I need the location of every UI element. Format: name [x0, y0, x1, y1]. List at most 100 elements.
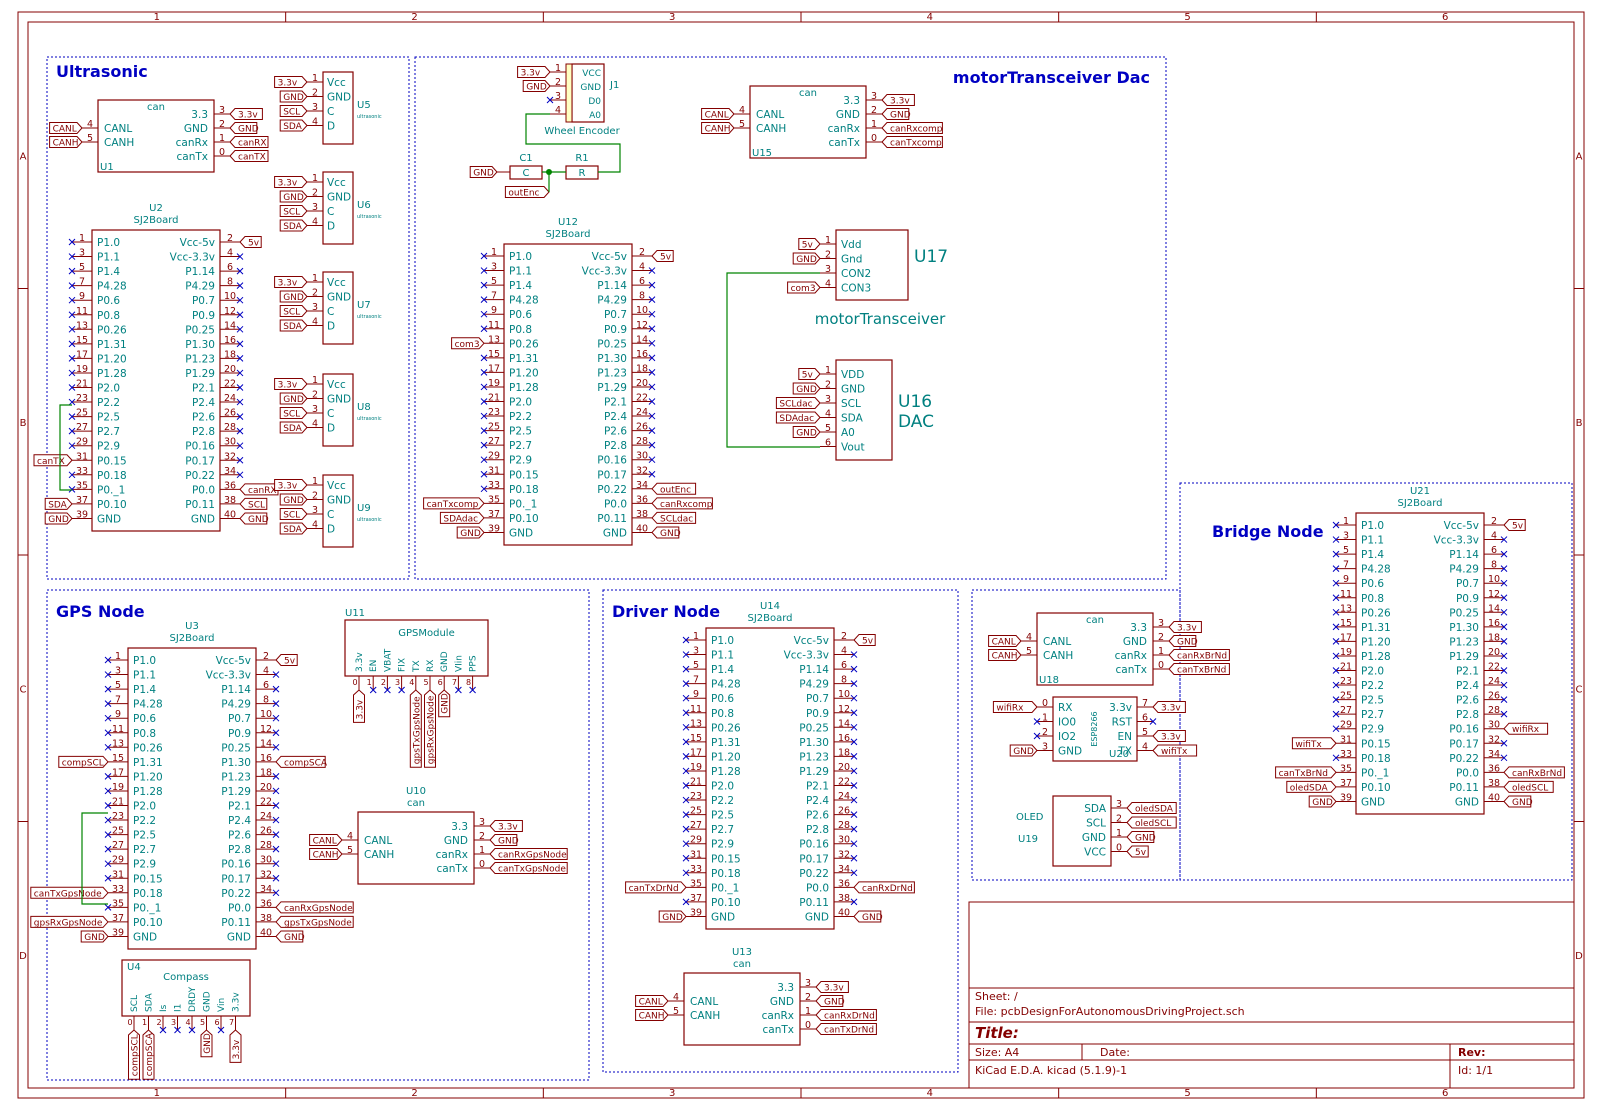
component-body [1052, 795, 1112, 867]
pin-number: 2 [1158, 632, 1164, 643]
net-label-flag [279, 407, 308, 419]
pin-number: 0 [1158, 660, 1164, 671]
component-ref: U12 [558, 217, 578, 228]
pin-name: Vcc-5v [592, 251, 627, 263]
net-label-flag [635, 1009, 669, 1021]
no-connect-mark [1332, 725, 1340, 733]
pin-name: P0.16 [799, 839, 829, 851]
net-label: outEnc [660, 485, 691, 495]
net-label-flag [1168, 649, 1230, 661]
no-connect-mark [68, 369, 76, 377]
pin-name: P2.9 [133, 859, 156, 871]
pin-name: P0.25 [799, 722, 829, 734]
net-label: GND [473, 169, 494, 179]
no-connect-mark [236, 384, 244, 391]
component-ref: U19 [1018, 834, 1038, 845]
pin-number: 20 [1488, 647, 1500, 658]
net-label: SDA [283, 322, 302, 332]
net-label: canTxcomp [890, 139, 942, 149]
pin-name: P2.6 [228, 830, 251, 842]
pin-name: P2.0 [711, 781, 734, 793]
pin-name: CANH [690, 1010, 720, 1022]
pin-number: 29 [488, 451, 500, 462]
no-connect-mark [1332, 754, 1340, 762]
pin-name: P0.15 [133, 873, 163, 885]
no-connect-mark [104, 874, 112, 882]
pin-name: P2.2 [133, 815, 156, 827]
net-label: GND [203, 1033, 213, 1054]
grid-row-label: A [20, 151, 27, 162]
pin-number: 12 [260, 724, 272, 735]
grid-col-label: 4 [927, 12, 933, 23]
pin-number: 9 [693, 689, 699, 700]
net-label: canRxDrNd [862, 884, 913, 894]
net-label-flag [992, 701, 1038, 713]
pin-name: P2.7 [97, 426, 120, 438]
pin-number: 1 [312, 173, 318, 184]
net-label: GND [283, 293, 304, 303]
pin-number: 1 [219, 133, 225, 144]
pin-name: canRx [176, 137, 208, 149]
net-label-flag [1503, 722, 1549, 735]
pin-number: 23 [690, 791, 702, 802]
pin-name: RX [426, 660, 436, 672]
no-connect-mark [272, 685, 280, 693]
no-connect-mark [272, 743, 280, 751]
pin-name: 3.3 [843, 95, 860, 107]
pin-number: 1 [312, 476, 318, 487]
pin-number: 20 [224, 364, 236, 375]
pin-name: DRDY [188, 986, 198, 1012]
pin-number: 1 [805, 1006, 811, 1017]
no-connect-mark [272, 729, 280, 737]
no-connect-mark [272, 773, 280, 780]
pin-name: P1.23 [597, 367, 627, 379]
pin-number: 19 [76, 364, 88, 375]
pin-name: P2.8 [228, 844, 251, 856]
net-label: 3.3v [278, 79, 298, 89]
pin-number: 18 [260, 767, 272, 778]
component-value: ultrasonic [357, 517, 382, 523]
pin-number: 34 [636, 480, 648, 491]
pin-number: 5 [347, 845, 353, 856]
pin-name: P0.0 [1456, 767, 1479, 779]
pin-number: 10 [260, 709, 272, 720]
pin-name: P0.17 [799, 853, 829, 865]
pin-name: P0.6 [1361, 578, 1384, 590]
pin-number: 34 [260, 884, 272, 895]
pin-name: GND [1123, 636, 1147, 648]
pin-name: Vout [841, 442, 865, 454]
no-connect-mark [1500, 667, 1508, 674]
pin-number: 7 [115, 695, 121, 706]
pin-name: EN [1118, 731, 1133, 743]
no-connect-mark [480, 281, 488, 289]
pin-name: P0.26 [1361, 607, 1391, 619]
component-value: motorTransceiver [815, 310, 946, 328]
net-label: gpsRxGpsNode [427, 695, 437, 764]
pin-name: P0.11 [221, 917, 251, 929]
net-label-flag [275, 654, 298, 666]
component-ref: U15 [752, 148, 772, 159]
pin-number: 37 [112, 913, 124, 924]
pin-name: P1.23 [221, 771, 251, 783]
pin-name: P1.14 [185, 266, 215, 278]
no-connect-mark [682, 738, 690, 746]
grid-col-label: 2 [411, 1088, 417, 1099]
component-body [322, 71, 354, 145]
net-label: SCL [283, 208, 300, 218]
no-connect-mark [850, 694, 858, 702]
pin-number: 36 [1488, 763, 1500, 774]
pin-number: 8 [466, 678, 471, 687]
pin-number: 22 [224, 379, 236, 390]
pin-name: Vcc [327, 379, 346, 391]
net-label-flag [274, 276, 308, 288]
pin-name: P4.29 [597, 295, 627, 307]
no-connect-mark [850, 753, 858, 760]
no-connect-mark [1500, 652, 1508, 660]
pin-name: IO2 [1058, 731, 1076, 743]
pin-number: 28 [1488, 705, 1500, 716]
pin-number: 14 [636, 334, 648, 345]
pin-name: GND [580, 83, 601, 93]
component-ref: U11 [345, 608, 365, 619]
pin-number: 13 [76, 320, 88, 331]
